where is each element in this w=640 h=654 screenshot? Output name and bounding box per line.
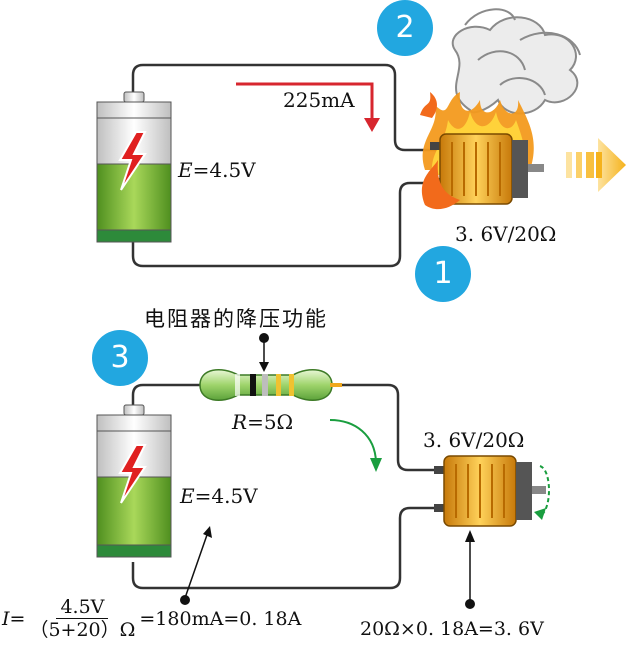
lightning-icon [118, 444, 147, 504]
formula-numerator: 4.5V [56, 596, 109, 619]
resistor-pointer [259, 333, 269, 372]
resistor [199, 368, 342, 402]
top-emf-label: E=4.5V [178, 158, 256, 182]
top-motor-rating: 3. 6V/20Ω [455, 222, 557, 246]
top-motor-burning [420, 92, 544, 210]
top-emf-value: =4.5V [192, 158, 256, 182]
top-circuit-wires [131, 63, 440, 268]
bottom-emf-label: E=4.5V [180, 484, 258, 508]
section-title: 电阻器的降压功能 [144, 307, 328, 331]
flow-arrow [329, 419, 382, 472]
resistor-value: =5Ω [247, 410, 294, 434]
bottom-motor-rating: 3. 6V/20Ω [423, 428, 525, 452]
formula-fraction: 4.5V （5+20）Ω [27, 596, 137, 641]
top-battery [96, 91, 172, 243]
bottom-emf-value: =4.5V [194, 484, 258, 508]
current-arrow [236, 82, 380, 132]
step-badge-1: 1 [415, 246, 471, 302]
formula-denominator: （5+20）Ω [29, 619, 136, 641]
step-badge-3: 3 [92, 330, 148, 386]
output-arrow [566, 138, 626, 192]
bottom-emf-symbol: E [180, 484, 195, 508]
battery-pointer [180, 526, 212, 605]
top-current-label: 225mA [283, 88, 355, 112]
bottom-circuit-wires [131, 383, 443, 590]
motor-pointer [465, 530, 475, 609]
formula-rhs: =180mA=0. 18A [139, 607, 302, 630]
resistor-symbol: R [232, 410, 248, 434]
bottom-motor [434, 455, 550, 527]
bottom-battery [96, 404, 172, 558]
current-formula: I= 4.5V （5+20）Ω =180mA=0. 18A [2, 596, 301, 641]
smoke-icon [451, 8, 581, 115]
step-badge-2: 2 [377, 0, 433, 56]
lightning-icon [118, 131, 147, 191]
top-emf-symbol: E [178, 158, 193, 182]
resistor-label: R=5Ω [232, 410, 293, 434]
voltage-calc: 20Ω×0. 18A=3. 6V [360, 618, 544, 640]
formula-lhs: I= [2, 607, 26, 630]
